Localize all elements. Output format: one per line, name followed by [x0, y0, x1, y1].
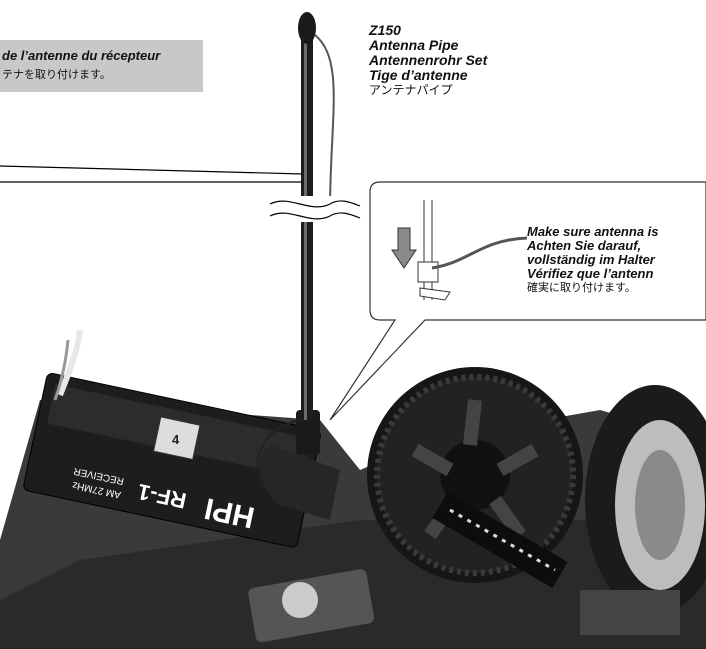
part-name-de: Antennenrohr Set	[369, 52, 488, 68]
part-name-fr: Tige d’antenne	[369, 67, 468, 83]
callout-note: Make sure antenna is Achten Sie darauf, …	[527, 225, 659, 295]
part-name-ja: アンテナパイプ	[369, 83, 453, 97]
banner-line-1: de l’antenne du récepteur	[2, 48, 161, 63]
receiver-channel: 4	[172, 432, 180, 447]
banner-line-2: テナを取り付けます。	[2, 69, 111, 81]
part-code: Z150	[369, 22, 401, 38]
instruction-banner: de l’antenne du récepteur テナを取り付けます。	[0, 40, 203, 92]
receiver-wire	[57, 329, 83, 397]
note-de-2: vollständig im Halter	[527, 252, 655, 267]
tire	[585, 385, 706, 615]
detail-drawing	[391, 200, 528, 301]
receiver-unit	[23, 373, 321, 548]
part-label: Z150 Antenna Pipe Antennenrohr Set Tige …	[369, 23, 487, 98]
note-de-1: Achten Sie darauf,	[527, 238, 642, 253]
note-en: Make sure antenna is	[527, 224, 659, 239]
note-fr: Vérifiez que l’antenn	[527, 266, 654, 281]
antenna-cap	[298, 12, 316, 44]
antenna-holder	[296, 410, 320, 455]
note-ja: 確実に取り付けます。	[527, 282, 636, 294]
spur-gear	[367, 367, 583, 583]
part-name-en: Antenna Pipe	[369, 37, 459, 53]
antenna-wire	[314, 34, 335, 211]
